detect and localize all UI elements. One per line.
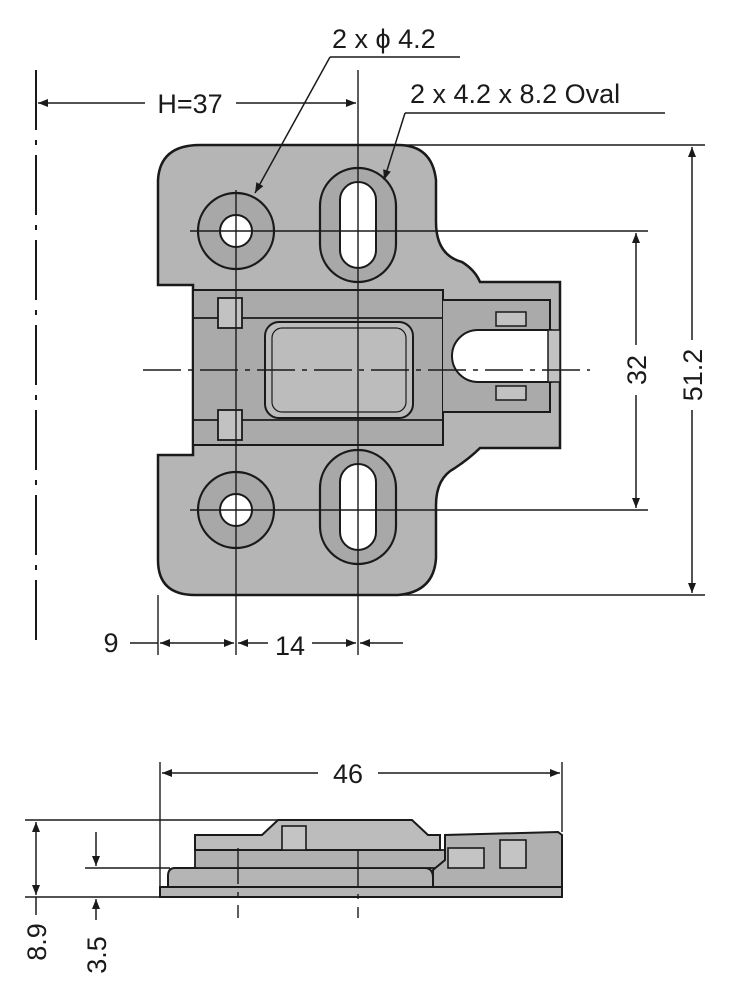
dim-14-label: 14	[275, 631, 305, 661]
side-lower-block	[167, 867, 434, 888]
clip-slot-upper	[217, 297, 243, 329]
side-base-plate	[159, 886, 563, 898]
side-tab-2	[447, 847, 485, 869]
dim-46-label: 46	[333, 759, 363, 789]
side-right-extension	[432, 830, 563, 888]
side-tab-1	[281, 825, 307, 851]
oval-callout-label: 2 x 4.2 x 8.2 Oval	[410, 79, 620, 109]
dim-9-label: 9	[103, 628, 118, 658]
dim-3-5-label: 3.5	[82, 936, 112, 974]
tongue-slot	[451, 329, 552, 383]
hole-callout-label: 2 x ϕ 4.2	[332, 24, 436, 54]
dim-8-9-label: 8.9	[22, 923, 52, 961]
dim-h37-label: H=37	[157, 89, 222, 119]
side-view: 46 8.9 3.5	[22, 759, 563, 974]
side-middle-band	[194, 849, 446, 869]
side-tab-3	[499, 839, 527, 869]
side-top-profile	[194, 819, 441, 851]
dim-32-label: 32	[622, 355, 652, 385]
dim-51-2-label: 51.2	[678, 349, 708, 402]
top-view: H=37 2 x ϕ 4.2 2 x 4.2 x 8.2 Oval 51.2 3…	[35, 24, 708, 661]
clip-slot-lower	[217, 409, 243, 441]
